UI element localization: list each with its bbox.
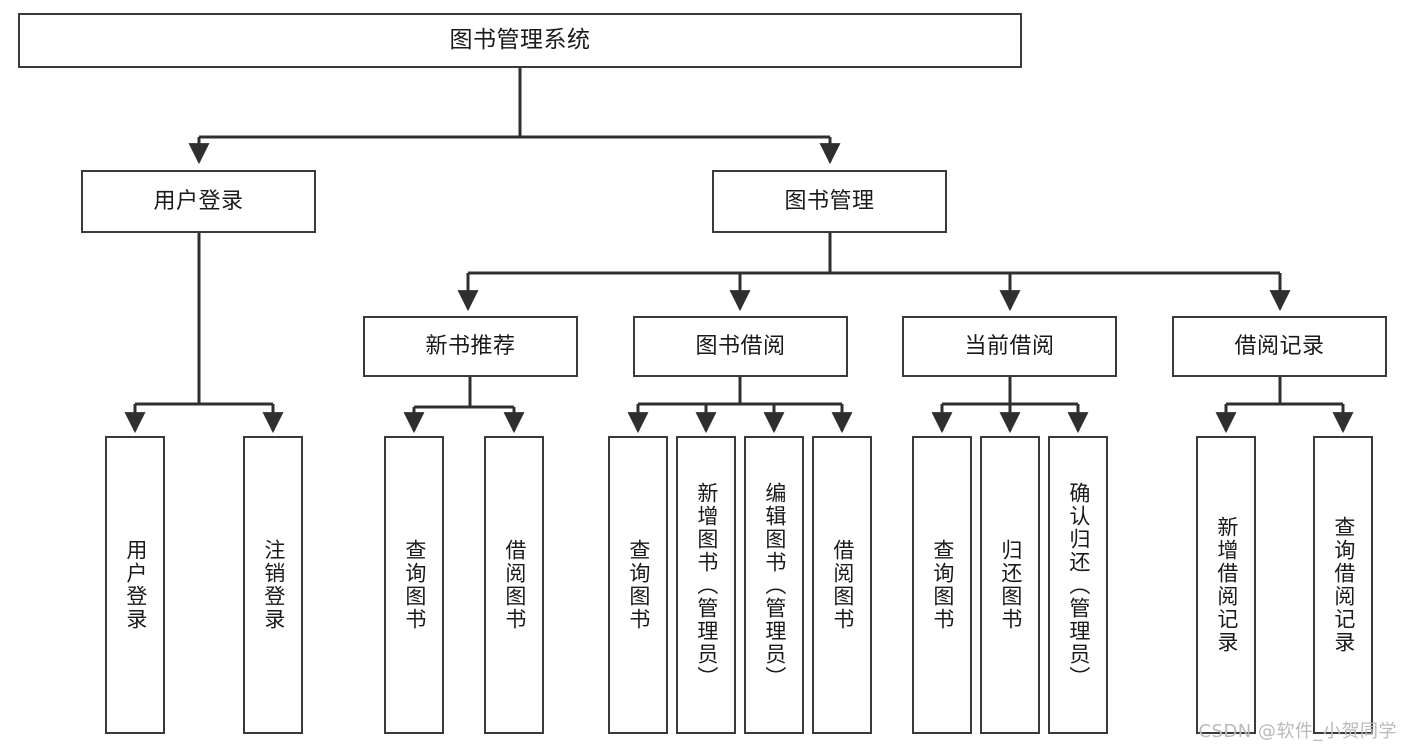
leaf-current-borrow-confirm-return-admin[interactable]: 确认归还（管理员） xyxy=(1048,436,1108,734)
leaf-book-borrow-add-book-admin[interactable]: 新增图书（管理员） xyxy=(676,436,736,734)
node-label: 查询图书 xyxy=(626,539,651,631)
node-label: 借阅图书 xyxy=(830,539,855,631)
leaf-current-borrow-query-book[interactable]: 查询图书 xyxy=(912,436,972,734)
leaf-book-borrow-edit-book-admin[interactable]: 编辑图书（管理员） xyxy=(744,436,804,734)
node-label: 借阅图书 xyxy=(502,539,527,631)
node-label: 新书推荐 xyxy=(425,333,516,359)
node-new-book-recommend[interactable]: 新书推荐 xyxy=(363,316,578,377)
node-label: 查询图书 xyxy=(402,539,427,631)
node-label: 注销登录 xyxy=(261,539,286,631)
node-label: 归还图书 xyxy=(998,539,1023,631)
node-label: 确认归还（管理员） xyxy=(1066,481,1091,689)
node-root-system[interactable]: 图书管理系统 xyxy=(18,13,1022,68)
node-label: 新增图书（管理员） xyxy=(694,481,719,689)
node-label: 查询图书 xyxy=(930,539,955,631)
leaf-user-login-login[interactable]: 用户登录 xyxy=(105,436,165,734)
node-label: 用户登录 xyxy=(123,539,148,631)
csdn-watermark: CSDN @软件_小贺同学 xyxy=(1198,721,1397,742)
leaf-borrow-record-query-record[interactable]: 查询借阅记录 xyxy=(1313,436,1373,734)
node-borrow-record[interactable]: 借阅记录 xyxy=(1172,316,1387,377)
leaf-new-book-query-book[interactable]: 查询图书 xyxy=(384,436,444,734)
node-label: 图书管理系统 xyxy=(449,26,591,53)
node-book-management[interactable]: 图书管理 xyxy=(712,170,947,233)
node-user-login[interactable]: 用户登录 xyxy=(81,170,316,233)
leaf-book-borrow-query-book[interactable]: 查询图书 xyxy=(608,436,668,734)
node-book-borrow[interactable]: 图书借阅 xyxy=(633,316,848,377)
node-label: 新增借阅记录 xyxy=(1214,516,1239,654)
node-label: 用户登录 xyxy=(153,188,244,214)
leaf-current-borrow-return-book[interactable]: 归还图书 xyxy=(980,436,1040,734)
leaf-borrow-record-add-record[interactable]: 新增借阅记录 xyxy=(1196,436,1256,734)
node-label: 查询借阅记录 xyxy=(1331,516,1356,654)
leaf-user-login-logout[interactable]: 注销登录 xyxy=(243,436,303,734)
node-label: 图书借阅 xyxy=(695,333,786,359)
node-label: 当前借阅 xyxy=(964,333,1055,359)
leaf-book-borrow-borrow-book[interactable]: 借阅图书 xyxy=(812,436,872,734)
node-label: 编辑图书（管理员） xyxy=(762,481,787,689)
node-current-borrow[interactable]: 当前借阅 xyxy=(902,316,1117,377)
node-label: 图书管理 xyxy=(784,188,875,214)
node-label: 借阅记录 xyxy=(1234,333,1325,359)
leaf-new-book-borrow-book[interactable]: 借阅图书 xyxy=(484,436,544,734)
